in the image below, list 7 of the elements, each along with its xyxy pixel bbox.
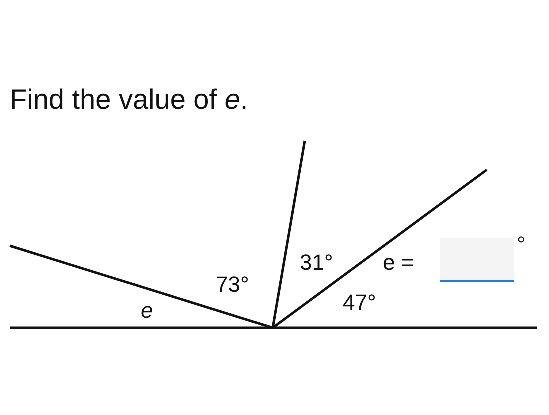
answer-prompt: e = [383, 252, 414, 274]
degree-sign: ° [517, 234, 526, 256]
question-text: Find the value of e. [10, 86, 248, 114]
angle-label: 47° [343, 292, 376, 314]
angle-label: 31° [300, 252, 334, 274]
angle-label: 73° [216, 274, 250, 296]
angle-variable: e [141, 300, 154, 322]
